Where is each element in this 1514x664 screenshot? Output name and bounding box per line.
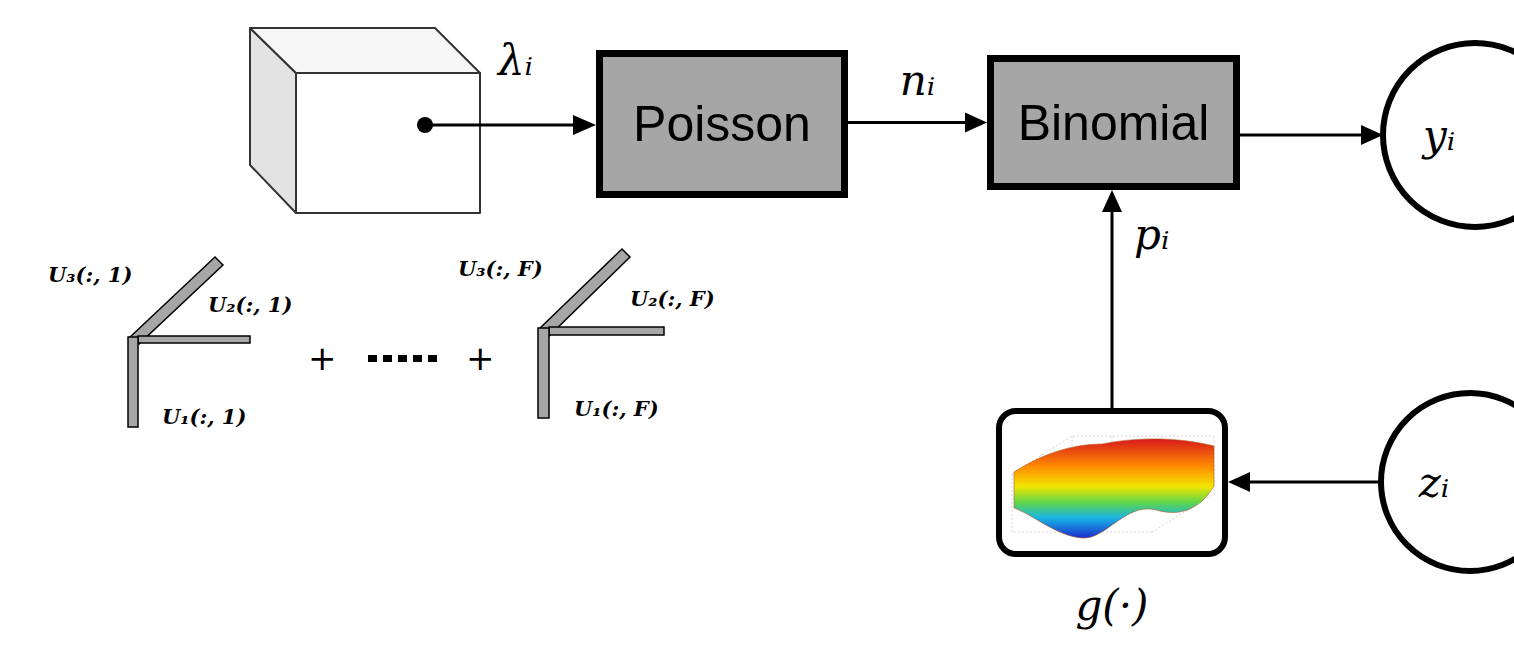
arrow-head [965,113,987,133]
factor-label: U₂(:, F) [630,286,715,311]
arrow-head [1361,125,1383,145]
circle-shape [1381,393,1514,571]
rank-one-factor-F [538,249,664,418]
box-label: Poisson [633,95,811,153]
dash [398,355,407,362]
process-box: Poisson [596,50,848,198]
variable-circle: yᵢ [1380,40,1514,230]
connector-arrow [1228,472,1381,492]
lambda-arrow [425,124,574,127]
plus-sign: + [308,338,337,378]
connector-line [1111,210,1114,408]
variable-circle: zᵢ [1378,390,1514,574]
surface [1014,439,1214,538]
rate-label: λᵢ [498,36,533,85]
dash [428,355,437,362]
box-label: Binomial [1018,94,1210,152]
variable-label: yᵢ [1423,111,1455,160]
plot-ground [1008,420,1216,545]
factor-bar [549,327,664,335]
variable-label: zᵢ [1419,458,1450,507]
ellipsis-dashes [368,355,437,362]
connector-arrow [1240,125,1383,145]
arrow-head [1228,472,1250,492]
factor-label: U₁(:, 1) [162,404,246,429]
factor-bar [128,337,138,427]
dash [413,355,422,362]
factor-label: U₃(:, 1) [48,262,132,287]
factor-bar [538,328,549,418]
tensor-cube [250,28,480,213]
factor-label: U₂(:, 1) [208,292,292,317]
dash [368,355,377,362]
connector-line [1240,134,1363,137]
factor-bar [539,249,630,336]
arrow-head [1102,190,1122,212]
edge-label: pᵢ [1134,210,1169,259]
cube-top [250,28,480,73]
circle-shape [1383,43,1514,227]
process-box: Binomial [987,55,1240,190]
cube-front [296,73,480,213]
dash [383,355,392,362]
rank-one-factor-1 [128,257,250,427]
connector-arrow [1102,190,1122,408]
surface-plot [1002,414,1222,551]
factor-label: U₁(:, F) [574,396,659,421]
factor-label: U₃(:, F) [458,256,543,281]
connector-line [1248,481,1381,484]
factor-bar [138,336,250,343]
edge-label: nᵢ [900,56,936,105]
connector-arrow [848,113,987,133]
connector-line [848,121,967,124]
function-box: g(·) [996,408,1228,557]
function-label: g(·) [1002,581,1222,630]
plus-sign: + [466,338,495,378]
arrow-head [573,115,596,135]
